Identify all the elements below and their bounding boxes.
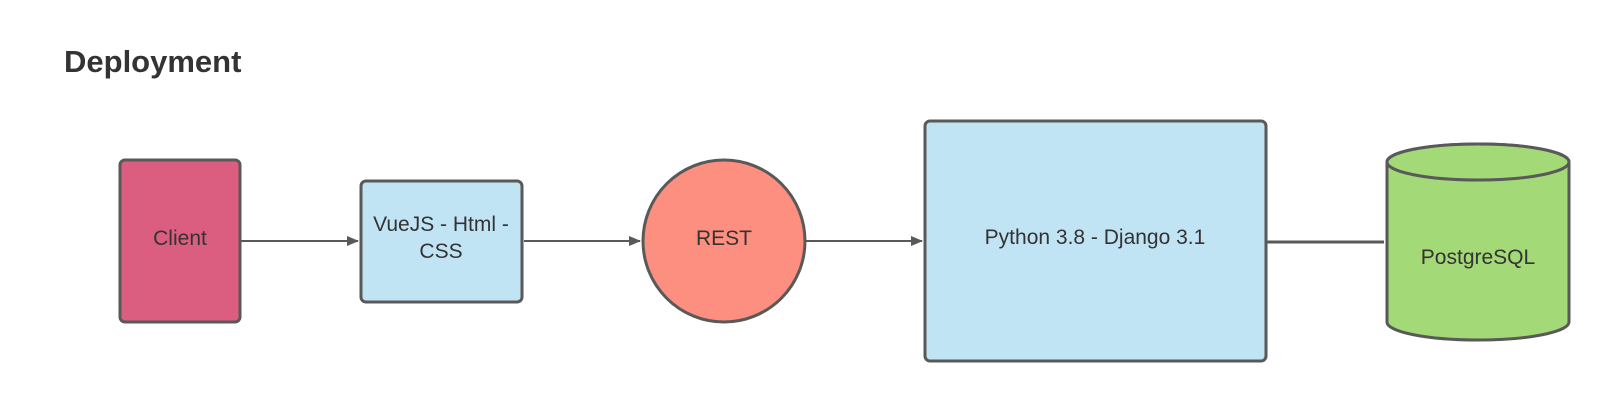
node-client: Client (118, 158, 242, 324)
node-backend: Python 3.8 - Django 3.1 (923, 119, 1268, 363)
node-frontend-label-line2: CSS (419, 240, 462, 263)
node-client-shape (118, 158, 242, 324)
node-rest-shape (641, 158, 807, 324)
node-database: PostgreSQL (1385, 142, 1571, 342)
node-client-label: Client (153, 227, 207, 250)
node-database-top (1385, 142, 1571, 182)
node-rest: REST (641, 158, 807, 324)
diagram-title: Deployment (64, 44, 242, 79)
node-frontend: VueJS - Html - CSS (359, 179, 524, 304)
node-frontend-label-line1: VueJS - Html - (373, 213, 509, 236)
node-backend-label: Python 3.8 - Django 3.1 (985, 226, 1206, 249)
node-frontend-shape (359, 179, 524, 304)
node-rest-label: REST (696, 227, 752, 250)
node-database-label: PostgreSQL (1421, 246, 1535, 269)
node-backend-shape (923, 119, 1268, 363)
